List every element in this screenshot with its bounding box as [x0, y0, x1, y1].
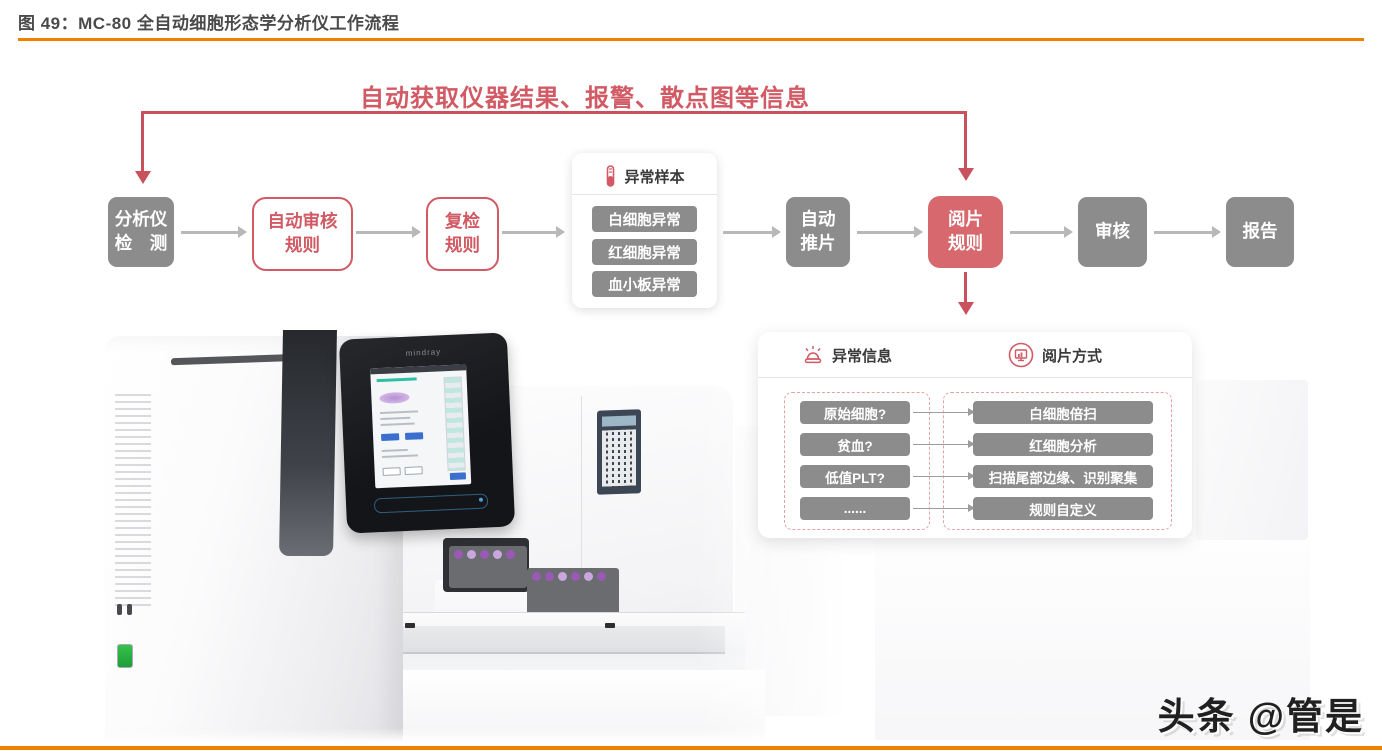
- arrow-right-icon: [356, 227, 421, 237]
- feedback-line-horizontal: [141, 111, 967, 114]
- panel-right-header: 阅片方式: [1042, 347, 1103, 365]
- sample-card-title: 异常样本: [624, 169, 685, 186]
- ui-text-line: [380, 416, 411, 421]
- arrow-right-icon: [913, 472, 975, 479]
- tube-cap: [532, 572, 541, 581]
- conveyor-clip: [605, 623, 615, 628]
- alarm-icon: [804, 346, 822, 364]
- node-recheck-rules: 复检 规则: [426, 197, 499, 271]
- conveyor-clip: [405, 623, 415, 628]
- arrow-right-icon: [723, 227, 781, 237]
- tube-cap: [493, 550, 502, 559]
- arrow-right-icon: [857, 227, 923, 237]
- brand-logo: mindray: [405, 347, 442, 358]
- arrow-right-icon: [1010, 227, 1073, 237]
- divider: [572, 194, 717, 195]
- monitor-icon: [1008, 342, 1034, 368]
- conditions-dashed-box: [784, 392, 930, 530]
- keypad-display: [602, 415, 636, 427]
- vent-slats: [115, 394, 151, 609]
- power-switch: [117, 644, 133, 668]
- action-item: 白细胞倍扫: [973, 401, 1153, 424]
- arrow-right-icon: [1154, 227, 1221, 237]
- condition-item: 原始细胞?: [800, 401, 910, 424]
- ui-outline-button: [382, 467, 401, 476]
- tube-cap: [467, 550, 476, 559]
- arrow-down-icon: [957, 302, 974, 315]
- node-report: 报告: [1226, 197, 1294, 267]
- machine-panel-seam: [581, 396, 582, 666]
- keypad-keys: [602, 429, 636, 487]
- actions-dashed-box: [943, 392, 1172, 530]
- arrow-down-icon: [134, 171, 151, 184]
- divider: [758, 377, 1192, 378]
- ui-text-line: [381, 448, 408, 452]
- action-item: 规则自定义: [973, 497, 1153, 520]
- figure-title: 图 49：MC-80 全自动细胞形态学分析仪工作流程: [18, 14, 400, 33]
- feedback-label: 自动获取仪器结果、报警、散点图等信息: [360, 85, 810, 112]
- bottom-accent-rule: [0, 746, 1382, 750]
- tube-cap: [506, 550, 515, 559]
- ui-outline-button: [404, 466, 423, 476]
- machine-right-bench: [875, 540, 1310, 740]
- status-dots: [117, 604, 139, 616]
- condition-item: 贫血?: [800, 433, 910, 456]
- photo-fade: [105, 728, 875, 742]
- arrow-right-icon: [502, 227, 565, 237]
- ui-button: [449, 472, 467, 481]
- tube-cap: [558, 572, 567, 581]
- reading-rules-drop-line: [964, 272, 967, 302]
- tube-cap: [480, 550, 489, 559]
- reading-rules-panel: 异常信息 阅片方式 原始细胞? 贫血? 低值PLT? ...... 白细胞倍扫 …: [758, 332, 1192, 538]
- ui-scatter-blob: [379, 391, 410, 405]
- ui-button: [404, 432, 424, 440]
- action-item: 扫描尾部边缘、识别聚集: [973, 465, 1153, 488]
- tube-rack: [449, 546, 527, 588]
- node-audit: 审核: [1078, 197, 1147, 267]
- condition-item: 低值PLT?: [800, 465, 910, 488]
- machine-keypad: [597, 409, 641, 495]
- watermark: 头条 @管是: [1157, 696, 1364, 737]
- arrow-right-icon: [181, 227, 247, 237]
- machine-side-module: [1196, 380, 1308, 540]
- sample-item-wbc: 白细胞异常: [592, 206, 697, 232]
- tube-cap: [545, 572, 554, 581]
- ui-tube-graphic: [443, 376, 466, 472]
- display-handle-slot: [373, 493, 489, 514]
- sample-item-rbc: 红细胞异常: [592, 239, 697, 265]
- tube-cap: [597, 572, 606, 581]
- tube-cap: [584, 572, 593, 581]
- abnormal-sample-card: 异常样本 白细胞异常 红细胞异常 血小板异常: [572, 153, 717, 308]
- machine-display: mindray: [338, 332, 516, 534]
- node-auto-smear: 自动 推片: [786, 197, 850, 267]
- arrow-right-icon: [913, 440, 975, 447]
- top-accent-rule: [18, 38, 1364, 41]
- ui-progress-bar: [376, 377, 417, 383]
- node-auto-audit-rules: 自动审核 规则: [252, 197, 353, 271]
- condition-item: ......: [800, 497, 910, 520]
- node-analyzer-detect: 分析仪 检 测: [108, 197, 174, 267]
- arrow-right-icon: [913, 504, 975, 511]
- arrow-right-icon: [913, 408, 975, 415]
- ui-text-line: [380, 422, 415, 427]
- tower-glass-strip: [279, 330, 337, 556]
- display-ui: [370, 364, 472, 489]
- ui-text-line: [380, 410, 419, 415]
- node-reading-rules: 阅片 规则: [928, 196, 1003, 268]
- feedback-line-right-vertical: [964, 111, 967, 168]
- panel-left-header: 异常信息: [832, 347, 893, 365]
- feedback-line-left-vertical: [141, 111, 144, 171]
- indicator-dot: [478, 497, 484, 502]
- ui-button: [381, 433, 400, 442]
- tube-rack: [527, 568, 619, 618]
- test-tube-icon: [607, 165, 615, 187]
- arrow-down-icon: [957, 168, 974, 181]
- action-item: 红细胞分析: [973, 433, 1153, 456]
- ui-text-line: [381, 454, 419, 458]
- ui-titlebar: [370, 364, 467, 375]
- tube-cap: [571, 572, 580, 581]
- tube-cap: [454, 550, 463, 559]
- sample-item-plt: 血小板异常: [592, 271, 697, 297]
